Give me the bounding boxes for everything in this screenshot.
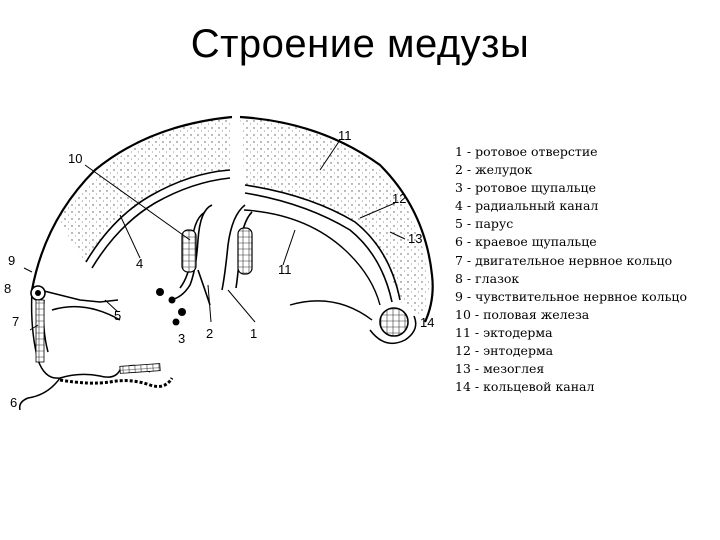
label-4: 4 (136, 256, 143, 271)
label-14: 14 (420, 315, 434, 330)
label-11-top: 11 (338, 128, 352, 143)
legend-item: 8 - глазок (455, 270, 520, 286)
marginal-tentacle (59, 377, 174, 388)
legend-item: 12 - энтодерма (455, 343, 554, 359)
label-8: 8 (4, 281, 11, 296)
ring-canal (369, 307, 417, 345)
legend-item: 4 - радиальный канал (455, 198, 599, 214)
label-2: 2 (206, 326, 213, 341)
legend-item: 10 - половая железа (455, 306, 590, 322)
legend-list: 1 - ротовое отверстие 2 - желудок 3 - ро… (455, 143, 717, 396)
label-9: 9 (8, 253, 15, 268)
label-10: 10 (68, 151, 82, 166)
left-cell-column (35, 299, 45, 363)
legend-item: 1 - ротовое отверстие (455, 144, 598, 159)
mesoglea-region (58, 117, 429, 318)
diagram-number-labels: 1 2 3 4 5 6 7 8 9 10 11 11 12 13 14 (4, 128, 434, 410)
page-title: Строение медузы (190, 22, 530, 66)
label-7: 7 (12, 314, 19, 329)
endoderm-layer (85, 169, 401, 321)
label-6: 6 (10, 395, 17, 410)
legend-item: 7 - двигательное нервное кольцо (455, 252, 673, 268)
label-5: 5 (114, 308, 121, 323)
legend-item: 6 - краевое щупальце (455, 234, 597, 250)
legend-item: 3 - ротовое щупальце (455, 180, 596, 196)
label-3: 3 (178, 331, 185, 346)
legend-item: 2 - желудок (455, 162, 533, 178)
legend-item: 9 - чувствительное нервное кольцо (455, 288, 687, 304)
ectoderm-outline (30, 115, 434, 323)
legend-item: 13 - мезоглея (455, 361, 545, 377)
label-11-inner: 11 (278, 262, 292, 277)
label-13: 13 (408, 231, 422, 246)
legend-item: 14 - кольцевой канал (455, 379, 595, 395)
leader-lines (23, 139, 406, 331)
legend-item: 5 - парус (455, 216, 514, 232)
label-12: 12 (392, 191, 406, 206)
velum-cells (119, 363, 161, 374)
label-1: 1 (250, 326, 257, 341)
gonad-left (181, 229, 197, 273)
gonad-right (237, 227, 253, 275)
legend-item: 11 - эктодерма (455, 324, 553, 340)
